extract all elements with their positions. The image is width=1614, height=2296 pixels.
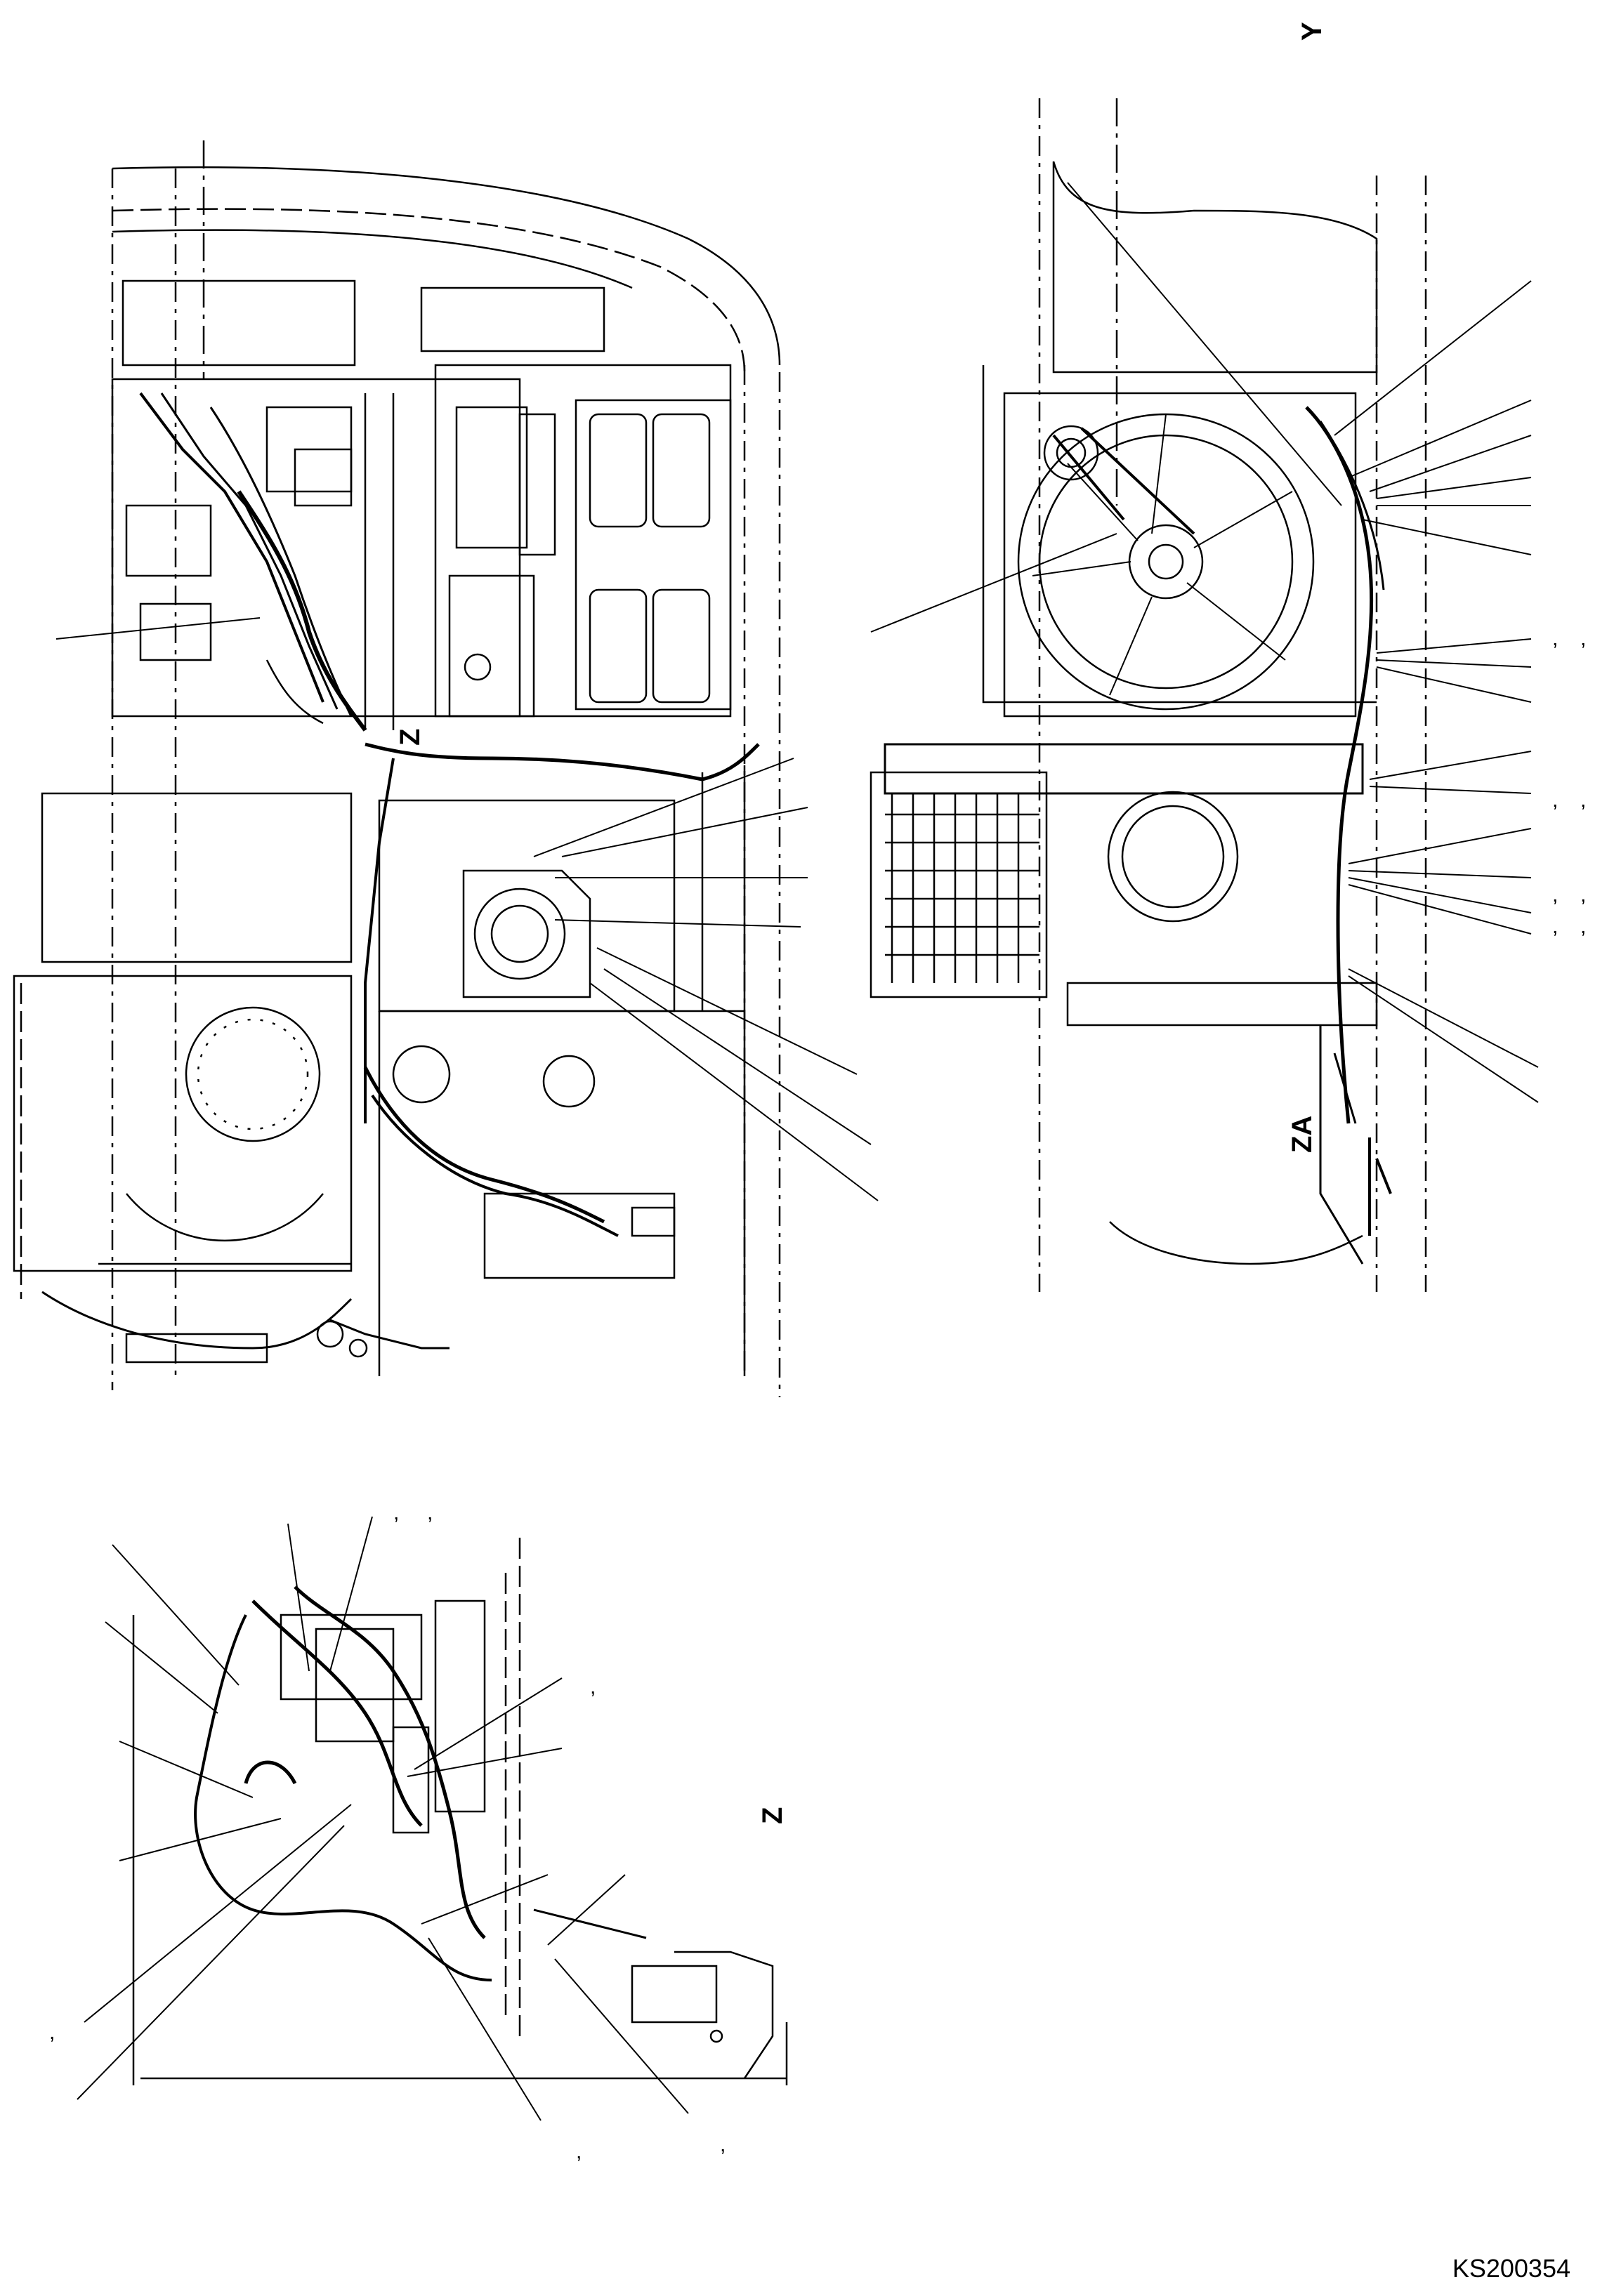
view-label-z-bottom: Z bbox=[757, 1807, 788, 1824]
radiator-grille bbox=[870, 771, 1048, 998]
fan-hub bbox=[473, 888, 566, 980]
perforated-plate bbox=[122, 279, 356, 367]
air-cleaner bbox=[1107, 791, 1239, 923]
top-left-view bbox=[13, 140, 879, 1397]
callout-mark: , bbox=[590, 1675, 596, 1698]
callout-mark: , bbox=[393, 1501, 400, 1524]
fan-hub bbox=[1128, 524, 1204, 600]
callout-mark: , bbox=[1552, 627, 1559, 650]
wire-harness bbox=[1305, 406, 1374, 1124]
callout-mark: , bbox=[1580, 789, 1587, 812]
view-label-z-top: Z bbox=[395, 728, 426, 746]
perforated-plate bbox=[41, 792, 353, 963]
callout-mark: , bbox=[1580, 915, 1587, 938]
wire-harness bbox=[365, 742, 760, 781]
component-block bbox=[280, 1614, 423, 1701]
bottom-left-view bbox=[77, 1516, 788, 2121]
cab-roof-curve bbox=[112, 166, 781, 366]
callout-mark: , bbox=[1552, 789, 1559, 812]
tank-cap-flange bbox=[185, 1006, 321, 1142]
perforated-plate bbox=[589, 413, 648, 528]
perforated-plate bbox=[420, 286, 605, 352]
leader-lines bbox=[870, 182, 1539, 1103]
view-label-y: Y bbox=[1297, 22, 1327, 41]
callout-mark: , bbox=[1580, 883, 1587, 906]
leader-lines bbox=[55, 617, 879, 1201]
leader-lines bbox=[77, 1516, 689, 2121]
perforated-plate bbox=[652, 413, 711, 528]
drive-belt bbox=[1052, 427, 1195, 535]
perforated-plate bbox=[589, 588, 648, 704]
fuel-tank bbox=[13, 975, 353, 1272]
drawing-code: KS200354 bbox=[1452, 2254, 1570, 2283]
view-label-za: ZA bbox=[1287, 1115, 1318, 1153]
mounting-plate bbox=[462, 869, 591, 998]
callout-mark: , bbox=[427, 1501, 433, 1524]
callout-mark: , bbox=[720, 2133, 726, 2156]
top-right-view bbox=[870, 98, 1539, 1292]
wire-harness bbox=[194, 1614, 492, 1981]
callout-mark: , bbox=[576, 2140, 582, 2163]
perforated-plate bbox=[652, 588, 711, 704]
fan-shroud bbox=[1003, 392, 1357, 718]
radiator-fan bbox=[1017, 413, 1315, 711]
callout-mark: , bbox=[1552, 915, 1559, 938]
hydraulic-hose bbox=[363, 1066, 605, 1224]
battery-box bbox=[434, 364, 732, 718]
callout-mark: , bbox=[1552, 883, 1559, 906]
pulley bbox=[1043, 425, 1099, 481]
callout-mark: , bbox=[1580, 627, 1587, 650]
access-hole bbox=[392, 1045, 451, 1104]
callout-mark: , bbox=[49, 2021, 55, 2044]
frame-outline bbox=[111, 169, 781, 1397]
access-hole bbox=[542, 1055, 596, 1108]
